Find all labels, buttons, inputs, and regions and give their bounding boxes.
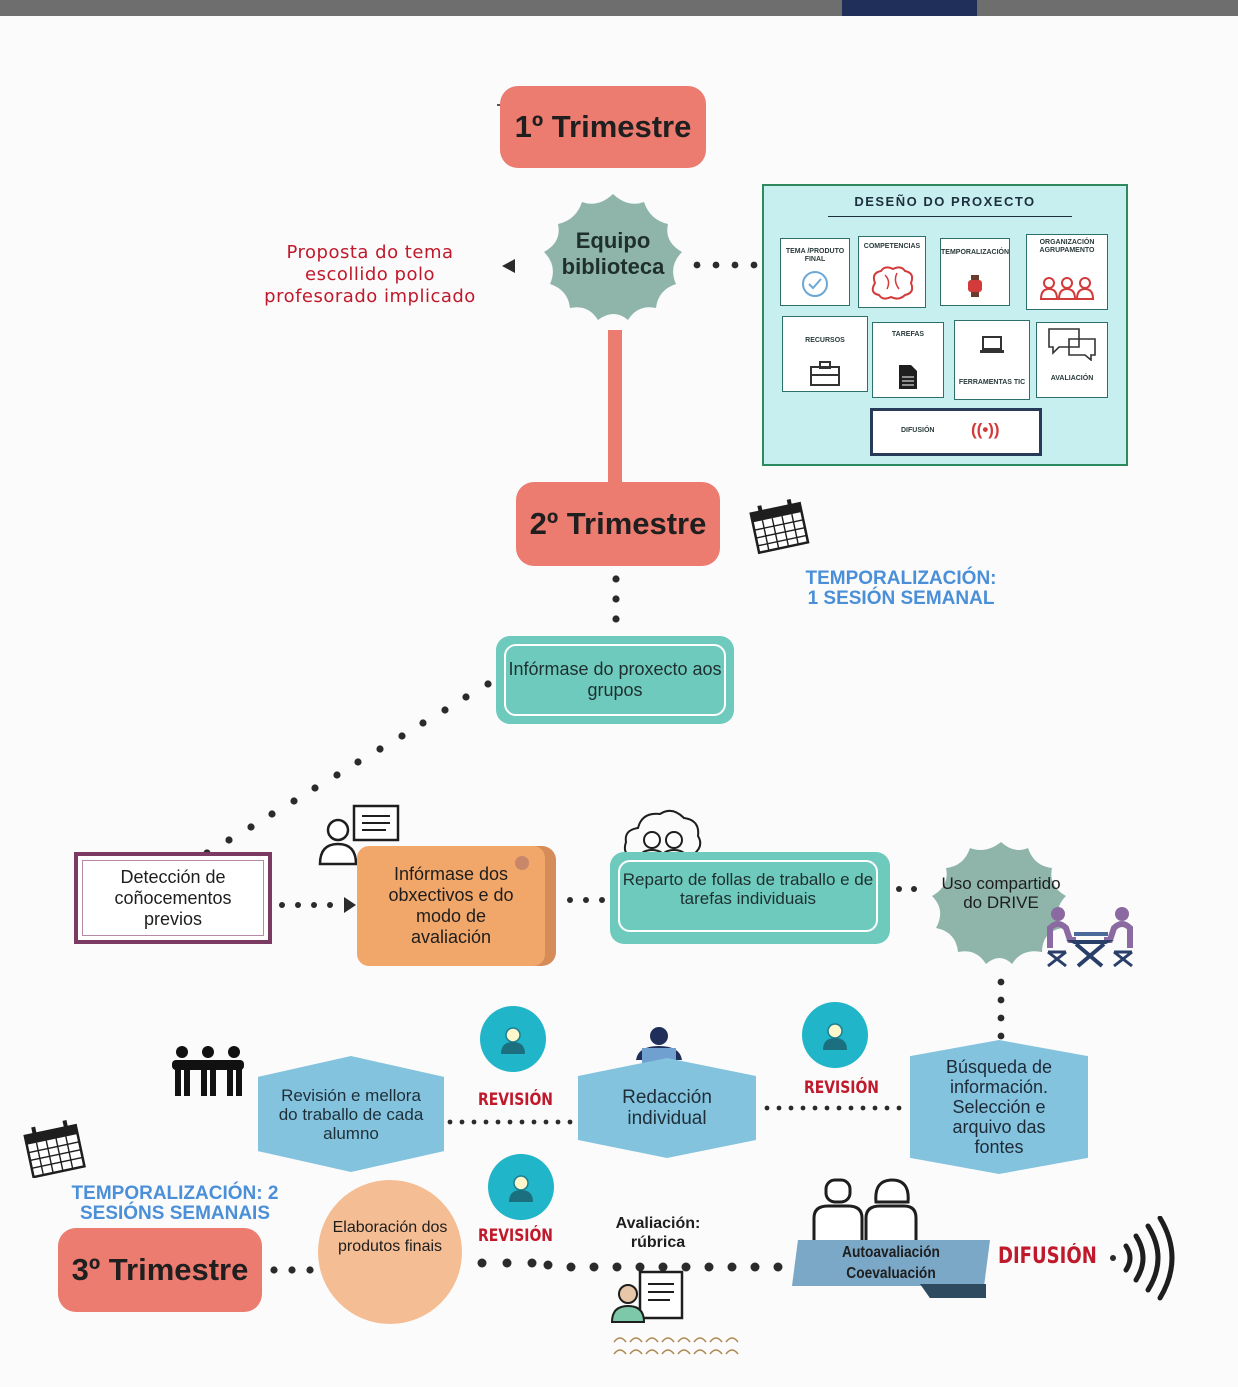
card-resources-label: RECURSOS [805,337,845,344]
review-person-icon-3 [488,1154,554,1220]
card-organization: ORGANIZACIÓN AGRUPAMENTO [1026,234,1108,310]
search-info-hex: Búsqueda de información. Selección e arq… [910,1040,1088,1174]
meeting-icon [1047,907,1133,968]
card-timing: TEMPORALIZACIÓN [940,238,1010,306]
title-underline [828,216,1072,217]
worksheets-label: Reparto de follas de traballo e de taref… [618,860,878,932]
card-diffusion-label: DIFUSIÓN [901,427,935,434]
individual-writing-label: Redacción individual [622,1087,712,1129]
individual-writing-hex: Redacción individual [578,1058,756,1158]
review-improve-label: Revisión e mellora do traballo de cada a… [278,1085,424,1143]
card-evaluation: AVALIACIÓN [1036,322,1108,398]
library-team-badge: Equipo biblioteca [538,190,688,330]
card-tic-tools-label: FERRAMENTAS TIC [958,379,1026,386]
arrow-left [502,259,515,273]
arrow-right [344,897,356,913]
card-timing-label: TEMPORALIZACIÓN [941,249,1010,256]
briefcase-icon [810,361,840,386]
third-trimester-box: 3º Trimestre [58,1228,262,1312]
self-eval-ribbon [792,1240,990,1286]
card-theme: TEMA /PRODUTO FINAL [780,238,850,306]
card-competences-label: COMPETENCIAS [863,243,921,250]
first-trimester-box: 1º Trimestre [500,86,706,168]
card-tic-tools: FERRAMENTAS TIC [954,320,1030,400]
diffusion-label: DIFUSIÓN [998,1244,1097,1269]
timing-one-label: TEMPORALIZACIÓN: 1 SESIÓN SEMANAL [805,568,997,609]
card-theme-label: TEMA /PRODUTO FINAL [785,248,845,263]
self-eval-ribbon-fold [920,1284,986,1298]
third-trimester-label: 3º Trimestre [71,1252,249,1287]
calendar-icon-2 [23,1120,86,1178]
card-competences: COMPETENCIAS [858,236,926,308]
card-tasks-label: TAREFAS [891,331,925,338]
drive-label: Uso compartido do DRIVE [941,874,1061,912]
detection-box: Detección de coñocementos previos [74,852,272,944]
dotted-connectors [182,261,1116,1274]
review-label-3: REVISIÓN [478,1226,553,1246]
card-diffusion: DIFUSIÓN ((•)) [870,408,1042,456]
students-group-icon [172,1046,244,1096]
trimester-connector-bar [608,330,622,490]
review-person-icon-2 [802,1002,868,1068]
project-design-title: DESEÑO DO PROXECTO [854,194,1036,209]
self-eval-label: Autoavaliación [842,1244,940,1261]
objectives-dot [515,856,529,870]
broadcast-icon: ((•)) [971,420,1000,439]
check-circle-icon [802,271,828,297]
self-eval-text: Autoavaliación Coevaluación [792,1242,990,1284]
proposal-text: Proposta do tema escollido polo profesor… [264,242,476,307]
final-products-circle: Elaboración dos produtos finais [318,1180,462,1324]
presenter-icon [318,804,400,866]
brain-icon [871,266,914,300]
review-label-1: REVISIÓN [478,1090,553,1110]
group-icon [1039,277,1095,300]
top-bar-accent [842,0,977,16]
library-team-label: Equipo biblioteca [561,228,665,279]
co-eval-label: Coevaluación [846,1265,936,1282]
teacher-class-icon [610,1270,739,1355]
objectives-label: Infórmase dos obxectivos e do modo de av… [388,864,514,947]
inform-groups-box: Infórmase do proxecto aos grupos [496,636,734,724]
second-trimester-box: 2º Trimestre [516,482,720,566]
rubric-label: Avaliación: rúbrica [615,1215,701,1251]
first-trimester-label: 1º Trimestre [514,109,692,144]
calendar-icon [749,498,810,554]
search-info-label: Búsqueda de información. Selección e arq… [945,1057,1053,1157]
card-resources: RECURSOS [782,316,868,392]
review-improve-hex: Revisión e mellora do traballo de cada a… [258,1056,444,1172]
review-person-icon-1 [480,1006,546,1072]
document-icon [899,365,917,389]
worksheets-box: Reparto de follas de traballo e de taref… [610,852,890,944]
review-label-2: REVISIÓN [804,1078,879,1098]
card-tasks: TAREFAS [872,322,944,398]
second-trimester-label: 2º Trimestre [529,506,707,541]
watch-icon [968,275,982,297]
two-people-icon [812,1178,918,1240]
final-products-label: Elaboración dos produtos finais [332,1219,448,1255]
drive-badge: Uso compartido do DRIVE [918,836,1084,972]
inform-groups-label: Infórmase do proxecto aos grupos [504,644,726,716]
objectives-box: Infórmase dos obxectivos e do modo de av… [357,846,545,966]
timing-two-label: TEMPORALIZACIÓN: 2 SESIÓNS SEMANAIS [71,1183,279,1224]
project-design-panel: DESEÑO DO PROXECTO TEMA /PRODUTO FINAL C… [762,184,1128,466]
card-organization-label: ORGANIZACIÓN AGRUPAMENTO [1039,239,1095,254]
detection-label: Detección de coñocementos previos [82,860,264,936]
card-evaluation-label: AVALIACIÓN [1050,375,1094,382]
laptop-icon [980,336,1004,353]
signal-icon [1123,1216,1175,1301]
chat-icon [1048,328,1096,361]
